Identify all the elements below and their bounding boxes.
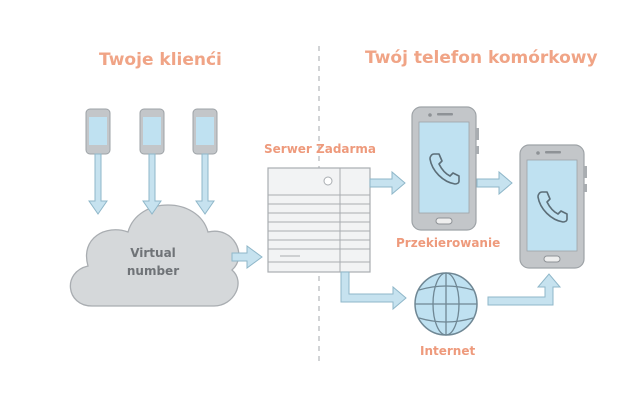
mobile-phone — [519, 144, 587, 269]
arrow-down-2 — [142, 153, 162, 215]
arrow-forward-to-mobile — [476, 170, 513, 196]
arrow-down-3 — [195, 153, 215, 215]
cloud-label: Virtual number — [110, 244, 196, 280]
arrow-down-1 — [88, 153, 108, 215]
internet-label: Internet — [420, 344, 476, 358]
cloud-label-line1: Virtual — [130, 246, 176, 260]
arrow-server-to-forward — [369, 170, 406, 196]
left-section-title: Twoje klienći — [99, 50, 222, 70]
server-icon — [267, 167, 371, 273]
client-phone-2 — [139, 108, 165, 155]
arrow-internet-to-mobile — [487, 273, 562, 306]
phone-handset-icon-2 — [537, 191, 568, 223]
cloud-icon — [69, 204, 240, 307]
server-label: Serwer Zadarma — [264, 142, 377, 156]
right-section-title: Twój telefon komórkowy — [365, 48, 598, 68]
forwarding-phone — [411, 106, 479, 231]
globe-icon — [414, 272, 478, 336]
client-phone-1 — [85, 108, 111, 155]
phone-handset-icon — [429, 153, 460, 185]
cloud-label-line2: number — [126, 264, 180, 278]
arrow-cloud-to-server — [231, 245, 263, 269]
arrow-server-to-internet — [340, 271, 407, 311]
forwarding-label: Przekierowanie — [396, 236, 501, 250]
client-phone-3 — [192, 108, 218, 155]
